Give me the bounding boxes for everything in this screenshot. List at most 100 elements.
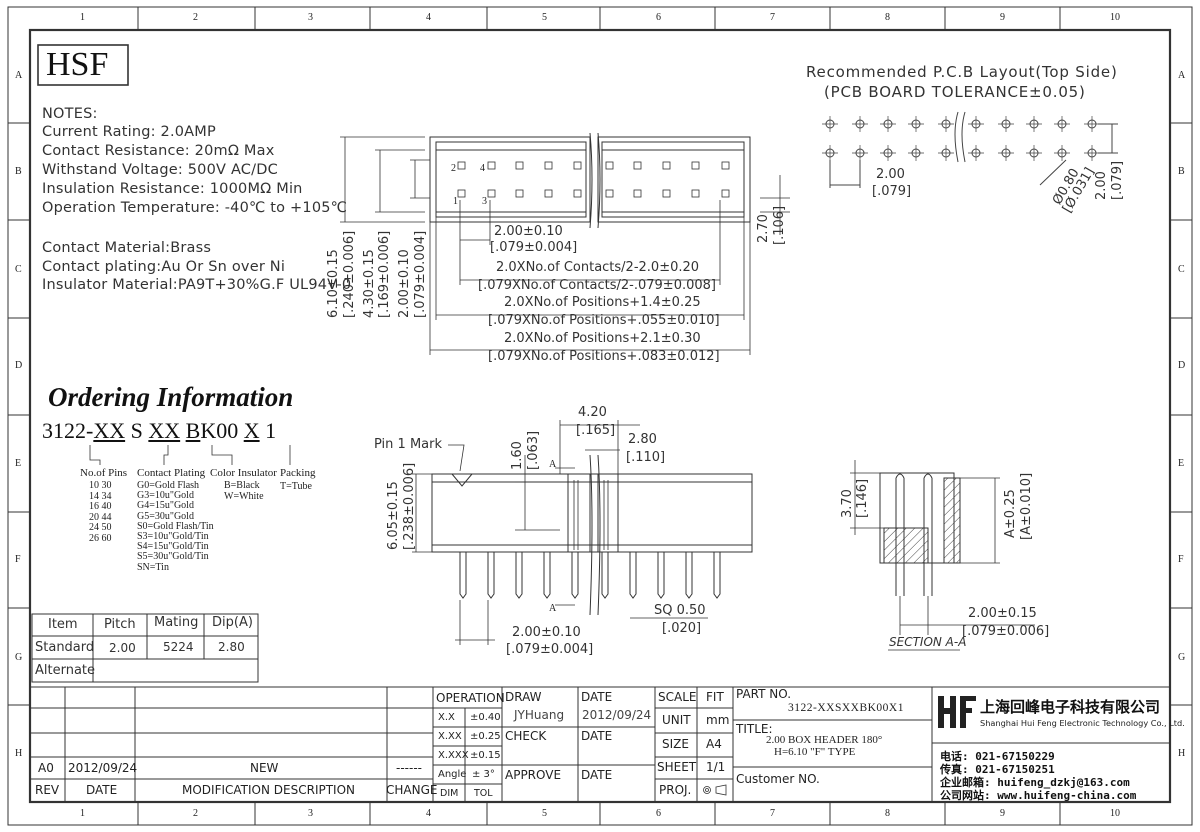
plating-item: S3=10u"Gold/Tin [137, 531, 209, 543]
code-part-packing: X [243, 418, 260, 443]
top-view-dims [340, 136, 790, 355]
date-label: DATE [581, 729, 613, 743]
company-website: 公司网站: www.huifeng-china.com [940, 789, 1137, 802]
front-dim-sq: SQ 0.50 [654, 603, 706, 618]
part-no-label: PART NO. [736, 687, 792, 701]
tol-label: DIM [440, 788, 459, 799]
row-label: F [15, 554, 21, 565]
row-label: A [1178, 70, 1186, 81]
pcb-title: Recommended P.C.B Layout(Top Side) [806, 63, 1118, 81]
size-value: A4 [706, 737, 722, 751]
pcb-dim-pitch: 2.00 [876, 167, 905, 182]
pcb-dim-row-in: [.079] [1110, 160, 1125, 200]
section-mark-a: A [549, 603, 557, 614]
plating-item: G0=Gold Flash [137, 480, 200, 491]
row-label: B [15, 166, 22, 177]
change-header: CHANGE [386, 783, 438, 797]
rev-header: REV [35, 783, 60, 797]
front-dim-height-in: [.238±0.006] [402, 462, 417, 550]
col-label: 7 [770, 808, 775, 819]
row-label: A [15, 70, 23, 81]
col-label: 1 [80, 12, 85, 23]
top-dim-side-in: [.106] [772, 205, 787, 245]
note-line: Insulation Resistance: 1000MΩ Min [42, 181, 303, 197]
row-label: F [1178, 554, 1184, 565]
pcb-dim-pitch-in: [.079] [872, 184, 912, 199]
note-line: Contact Resistance: 20mΩ Max [42, 143, 275, 159]
code-part-pins: XX [93, 418, 126, 443]
modification-header: MODIFICATION DESCRIPTION [182, 783, 356, 797]
material-line: Insulator Material:PA9T+30%G.F UL94V-0 [42, 277, 352, 293]
pin-label: 3 [482, 196, 487, 207]
tol-value: TOL [474, 788, 493, 799]
title-block-lines [30, 686, 1170, 802]
drawing-title-1: 2.00 BOX HEADER 180° [766, 734, 883, 746]
top-dim-pitch-in: [.079±0.004] [490, 240, 578, 255]
code-part-color: B [185, 418, 201, 443]
col-label: 4 [426, 808, 431, 819]
spec-header: Pitch [104, 617, 136, 632]
spec-cell: Standard [35, 640, 95, 655]
color-item: W=White [224, 490, 264, 502]
color-item: B=Black [224, 480, 260, 491]
top-dim-positions-1: 2.0XNo.of Positions+1.4±0.25 [504, 295, 701, 310]
draw-date: 2012/09/24 [582, 708, 652, 722]
front-dim-dip-in: [.110] [626, 450, 666, 465]
unit-label: UNIT [662, 713, 691, 727]
plating-heading: Contact Plating [137, 467, 206, 479]
front-dim-width: 4.20 [578, 405, 607, 420]
scale-value: FIT [706, 690, 724, 704]
col-label: 10 [1110, 808, 1120, 819]
material-line: Contact plating:Au Or Sn over Ni [42, 259, 286, 275]
title-label: TITLE: [736, 722, 773, 736]
top-dim-positions-2: 2.0XNo.of Positions+2.1±0.30 [504, 331, 701, 346]
pcb-dim-row: 2.00 [1094, 171, 1109, 200]
brand-logo: HSF [46, 46, 109, 83]
row-label: G [1178, 652, 1186, 663]
code-part: 1 [259, 418, 277, 443]
col-label: 4 [426, 12, 431, 23]
note-line: Operation Temperature: -40℃ to +105℃ [42, 200, 348, 216]
rev-value: A0 [38, 761, 54, 775]
unit-value: mm [706, 713, 730, 727]
ordering-code: 3122-XX S XX BK00 X 1 [42, 418, 276, 444]
date-header: DATE [86, 783, 118, 797]
packing-item: T=Tube [280, 481, 312, 492]
col-label: 3 [308, 12, 313, 23]
spec-cell: 5224 [163, 640, 194, 654]
section-dim-height: 3.70 [840, 489, 855, 518]
packing-heading: Packing [280, 467, 316, 479]
front-view-dims [412, 420, 708, 645]
col-label: 2 [193, 12, 198, 23]
section-label: SECTION A-A [889, 635, 967, 649]
front-dim-sq-in: [.020] [662, 621, 702, 636]
pin1-mark-label: Pin 1 Mark [374, 437, 442, 452]
top-dim-pitch: 2.00±0.10 [494, 224, 563, 239]
row-label: E [15, 458, 22, 469]
col-label: 9 [1000, 12, 1005, 23]
front-dim-160: 1.60 [510, 441, 525, 470]
section-dim-a: A±0.25 [1003, 489, 1018, 538]
top-dim-side: 2.70 [756, 214, 771, 243]
note-line: Withstand Voltage: 500V AC/DC [42, 162, 278, 178]
tol-label: X.X [438, 712, 455, 723]
plating-item: S4=15u"Gold/Tin [137, 541, 209, 553]
pcb-subtitle: (PCB BOARD TOLERANCE±0.05) [824, 83, 1086, 101]
ordering-leaders [89, 445, 291, 465]
col-label: 7 [770, 12, 775, 23]
col-label: 6 [656, 808, 661, 819]
section-body [879, 472, 961, 596]
tol-label: X.XXX [438, 750, 469, 761]
tol-label: Angle [438, 769, 467, 780]
front-dim-160-in: [.063] [526, 430, 541, 470]
part-number: 3122-XXSXXBK00X1 [788, 702, 904, 714]
zone-ticks [8, 7, 1192, 825]
col-label: 2 [193, 808, 198, 819]
plating-item: S5=30u"Gold/Tin [137, 551, 209, 563]
tol-label: X.XX [438, 731, 462, 742]
operation-label: OPERATION [436, 691, 505, 705]
code-part-plating: XX [148, 418, 181, 443]
scale-label: SCALE [658, 690, 697, 704]
code-part: 3122- [42, 418, 94, 443]
